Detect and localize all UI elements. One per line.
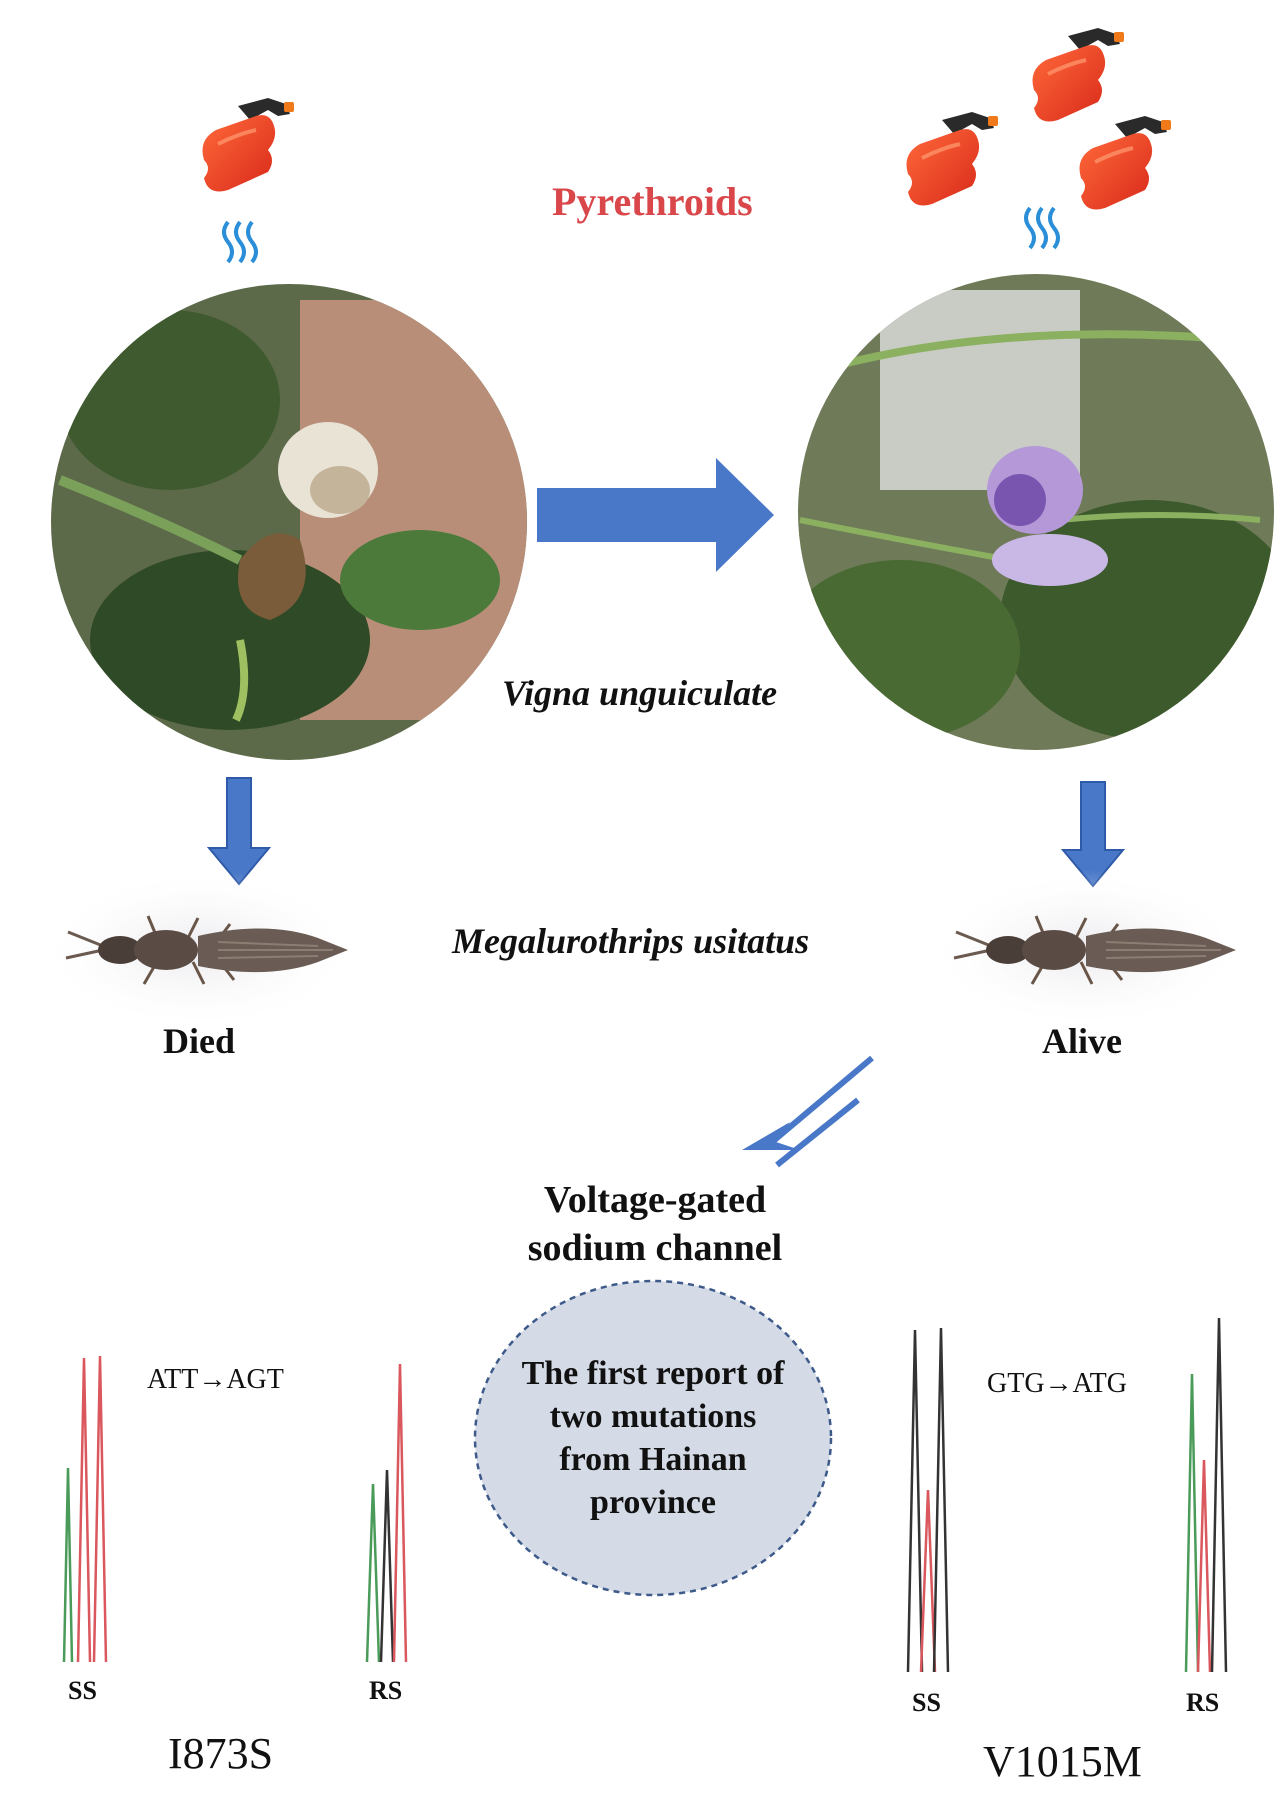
status-alive: Alive xyxy=(1042,1021,1122,1061)
spray-bottle-icon xyxy=(200,96,296,194)
down-arrow-left xyxy=(206,777,272,886)
plant-species-label: Vigna unguiculate xyxy=(502,673,778,713)
spray-bottle-icon xyxy=(1030,26,1126,124)
callout-bubble xyxy=(473,1279,833,1597)
spray-bottle-icon xyxy=(904,110,1000,208)
callout-line2: two mutations xyxy=(549,1398,757,1435)
damaged-cowpea-photo xyxy=(51,284,527,760)
target-label: Voltage-gated sodium channel xyxy=(500,1176,810,1272)
diagonal-arrow xyxy=(742,1055,874,1168)
genotype-ss-1: SS xyxy=(68,1676,97,1705)
insecticide-label: Pyrethroids xyxy=(552,179,753,224)
callout-line4: province xyxy=(590,1484,716,1521)
vapor-waves-icon xyxy=(1024,206,1060,250)
mutation-name-2: V1015M xyxy=(983,1737,1142,1786)
thrips-insect-icon xyxy=(924,868,1248,1032)
chromatogram-icon xyxy=(62,1355,408,1663)
callout-text: The first report of two mutations from H… xyxy=(493,1352,813,1524)
genotype-ss-2: SS xyxy=(912,1688,941,1717)
transition-arrow xyxy=(537,458,774,572)
codon-change-1: ATT→AGT xyxy=(147,1364,284,1395)
spray-bottle-icon xyxy=(1077,114,1173,212)
down-arrow-right xyxy=(1060,781,1126,888)
genotype-rs-2: RS xyxy=(1186,1688,1220,1717)
genotype-rs-1: RS xyxy=(369,1676,403,1705)
target-label-line2: sodium channel xyxy=(527,1227,783,1269)
callout-line3: from Hainan xyxy=(559,1441,747,1478)
callout-line1: The first report of xyxy=(521,1355,785,1392)
mutation-name-1: I873S xyxy=(168,1729,274,1778)
chromatogram-icon xyxy=(906,1317,1228,1673)
thrips-insect-icon xyxy=(36,868,360,1032)
vapor-waves-icon xyxy=(222,220,258,264)
healthy-cowpea-photo xyxy=(798,274,1274,750)
target-label-line1: Voltage-gated xyxy=(543,1179,767,1221)
status-died: Died xyxy=(163,1021,235,1061)
codon-change-2: GTG→ATG xyxy=(987,1368,1127,1399)
insect-species-label: Megalurothrips usitatus xyxy=(452,921,810,961)
